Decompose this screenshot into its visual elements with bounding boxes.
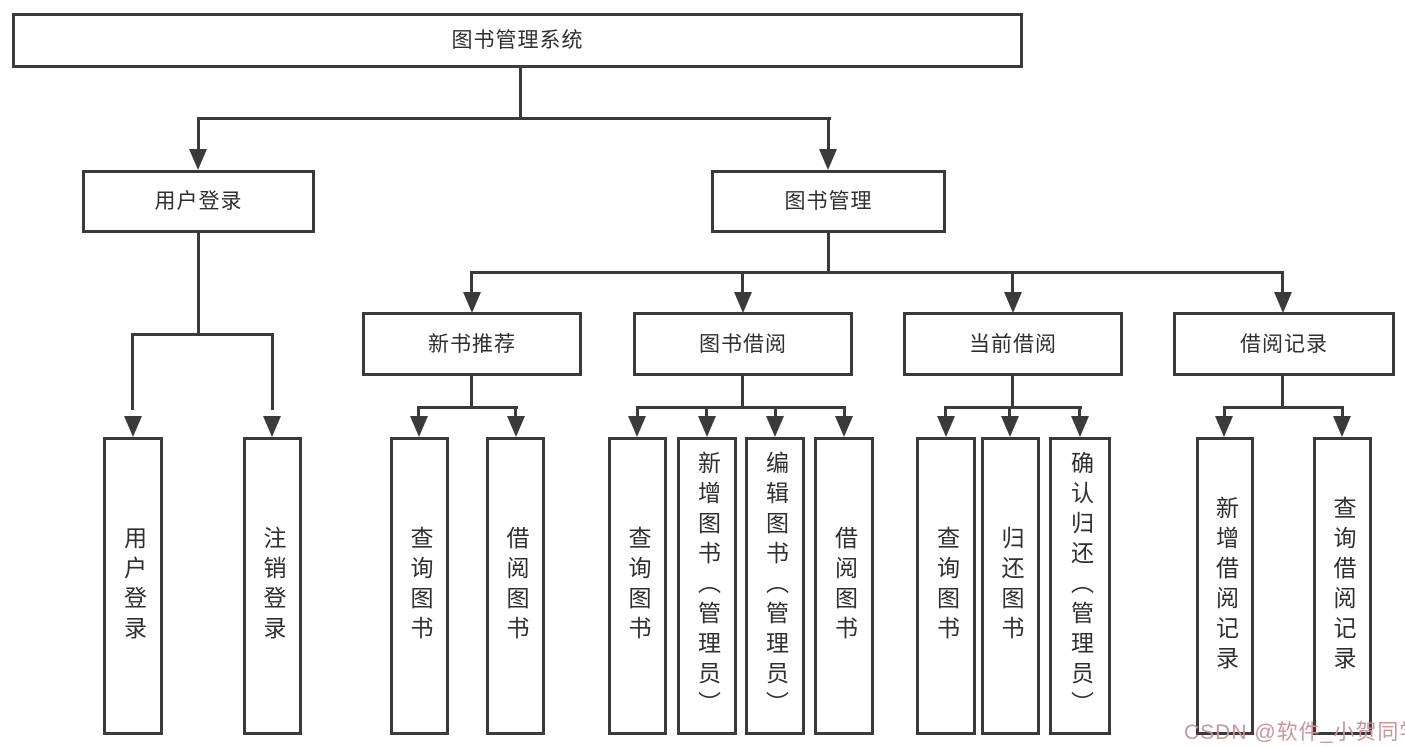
connector-line xyxy=(197,117,831,120)
connector-line xyxy=(271,333,274,410)
leaf-newbook-query-books-label: 查询图书 xyxy=(407,526,433,646)
arrow-down-icon xyxy=(1071,416,1089,437)
connector-line xyxy=(944,406,1082,409)
leaf-records-query-record: 查询借阅记录 xyxy=(1313,437,1372,735)
leaf-logout-label: 注销登录 xyxy=(260,526,286,646)
connector-line xyxy=(1281,271,1284,295)
connector-line xyxy=(1078,406,1081,419)
arrow-down-icon xyxy=(463,292,481,313)
leaf-borrow-query-books-label: 查询图书 xyxy=(625,526,651,646)
node-borrowing-records-label: 借阅记录 xyxy=(1240,332,1328,356)
leaf-current-return-books-label: 归还图书 xyxy=(998,526,1024,646)
node-new-book-recommend-label: 新书推荐 xyxy=(428,332,516,356)
arrow-down-icon xyxy=(263,416,281,437)
arrow-down-icon xyxy=(507,416,525,437)
connector-line xyxy=(636,406,846,409)
leaf-newbook-query-books: 查询图书 xyxy=(390,437,449,735)
arrow-down-icon xyxy=(1274,292,1292,313)
connector-line xyxy=(1223,406,1226,419)
arrow-down-icon xyxy=(835,416,853,437)
node-user-login: 用户登录 xyxy=(82,170,315,233)
leaf-borrow-edit-books-admin: 编辑图书（管理员） xyxy=(745,437,805,735)
leaf-current-confirm-return-admin-label: 确认归还（管理员） xyxy=(1067,451,1094,721)
node-root-label: 图书管理系统 xyxy=(451,29,584,52)
leaf-borrow-borrow-books-label: 借阅图书 xyxy=(831,526,858,646)
arrow-down-icon xyxy=(1004,292,1022,313)
connector-line xyxy=(197,117,200,151)
node-book-management: 图书管理 xyxy=(711,170,946,233)
connector-line xyxy=(417,406,518,409)
connector-line xyxy=(1223,406,1344,409)
leaf-borrow-add-books-admin: 新增图书（管理员） xyxy=(677,437,737,735)
leaf-current-query-books: 查询图书 xyxy=(916,437,976,735)
connector-line xyxy=(741,271,744,295)
connector-line xyxy=(636,406,639,419)
leaf-current-return-books: 归还图书 xyxy=(981,437,1040,735)
leaf-borrow-add-books-admin-label: 新增图书（管理员） xyxy=(694,451,721,721)
connector-line xyxy=(1008,406,1011,419)
leaf-current-confirm-return-admin: 确认归还（管理员） xyxy=(1049,437,1111,735)
connector-line xyxy=(843,406,846,419)
connector-line xyxy=(774,406,777,419)
connector-line xyxy=(514,406,517,419)
leaf-records-add-record: 新增借阅记录 xyxy=(1196,437,1254,735)
connector-line xyxy=(827,231,830,274)
arrow-down-icon xyxy=(698,416,716,437)
arrow-down-icon xyxy=(819,149,837,170)
arrow-down-icon xyxy=(734,292,752,313)
leaf-logout: 注销登录 xyxy=(243,437,302,735)
node-book-management-label: 图书管理 xyxy=(784,190,873,213)
leaf-user-login-label: 用户登录 xyxy=(120,526,147,646)
connector-line xyxy=(1011,271,1014,295)
arrow-down-icon xyxy=(1333,416,1351,437)
connector-line xyxy=(470,271,1284,274)
arrow-down-icon xyxy=(766,416,784,437)
leaf-borrow-query-books: 查询图书 xyxy=(608,437,667,735)
arrow-down-icon xyxy=(189,149,207,170)
arrow-down-icon xyxy=(937,416,955,437)
connector-line xyxy=(470,374,473,409)
connector-line xyxy=(741,374,744,409)
leaf-user-login: 用户登录 xyxy=(103,437,163,735)
leaf-records-add-record-label: 新增借阅记录 xyxy=(1212,496,1239,676)
connector-line xyxy=(131,333,134,410)
arrow-down-icon xyxy=(1001,416,1019,437)
leaf-newbook-borrow-books-label: 借阅图书 xyxy=(503,526,529,646)
connector-line xyxy=(827,117,830,151)
leaf-borrow-edit-books-admin-label: 编辑图书（管理员） xyxy=(762,451,789,721)
node-book-borrowing: 图书借阅 xyxy=(633,312,853,376)
node-book-borrowing-label: 图书借阅 xyxy=(699,332,787,356)
node-root: 图书管理系统 xyxy=(12,13,1023,68)
watermark: CSDN @软件_小贺同学 xyxy=(1184,721,1405,744)
connector-line xyxy=(1341,406,1344,419)
arrow-down-icon xyxy=(124,416,142,437)
connector-line xyxy=(705,406,708,419)
leaf-current-query-books-label: 查询图书 xyxy=(933,526,960,646)
connector-line xyxy=(944,406,947,419)
leaf-records-query-record-label: 查询借阅记录 xyxy=(1330,496,1356,676)
leaf-borrow-borrow-books: 借阅图书 xyxy=(814,437,874,735)
leaf-newbook-borrow-books: 借阅图书 xyxy=(486,437,545,735)
arrow-down-icon xyxy=(410,416,428,437)
connector-line xyxy=(1011,374,1014,409)
node-new-book-recommend: 新书推荐 xyxy=(362,312,582,376)
arrow-down-icon xyxy=(1215,416,1233,437)
connector-line xyxy=(470,271,473,295)
connector-line xyxy=(131,333,274,336)
connector-line xyxy=(197,231,200,335)
node-user-login-label: 用户登录 xyxy=(154,190,243,213)
connector-line xyxy=(417,406,420,419)
node-borrowing-records: 借阅记录 xyxy=(1173,312,1395,376)
connector-line xyxy=(519,67,522,119)
node-current-borrowing: 当前借阅 xyxy=(903,312,1123,376)
connector-line xyxy=(1281,374,1284,409)
arrow-down-icon xyxy=(628,416,646,437)
node-current-borrowing-label: 当前借阅 xyxy=(969,332,1057,356)
